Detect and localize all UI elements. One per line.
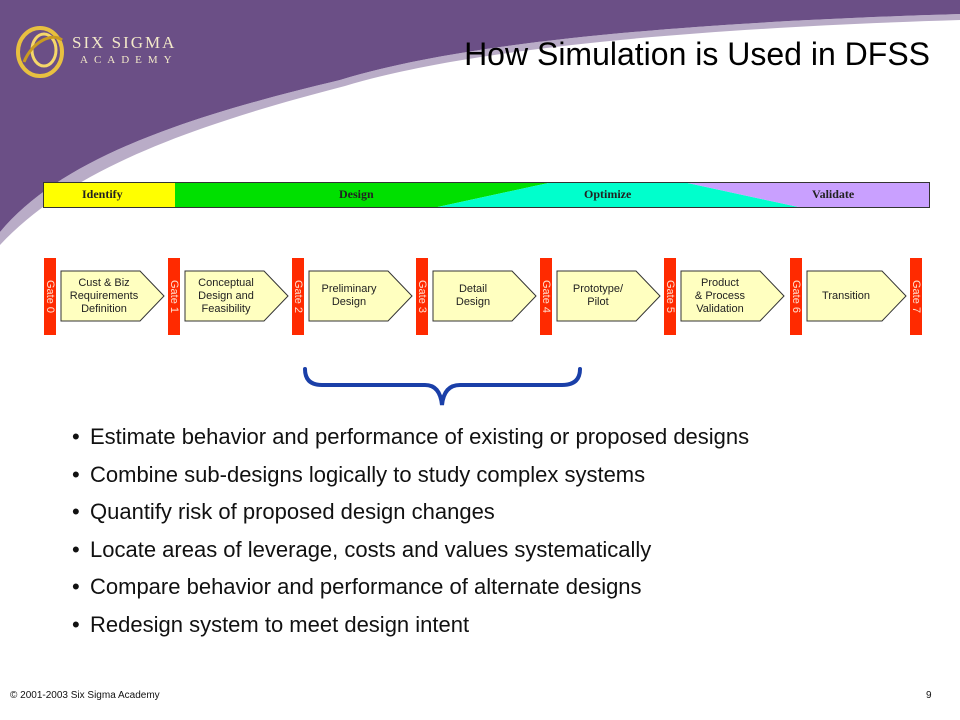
- logo-text-six-sigma: SIX SIGMA: [72, 33, 177, 52]
- bullet-item: •Estimate behavior and performance of ex…: [72, 424, 750, 449]
- bullet-item: •Combine sub-designs logically to study …: [72, 461, 646, 487]
- gate-7-label: Gate 7: [910, 279, 922, 314]
- page-number: 9: [926, 690, 932, 701]
- bullet-item: •Quantify risk of proposed design change…: [72, 499, 495, 524]
- step-6-label: Product & Process Validation: [694, 276, 746, 315]
- slide-title: How Simulation is Used in DFSS: [464, 36, 930, 72]
- gate-3-bar: [416, 258, 428, 335]
- bullet-list: •Estimate behavior and performance of ex…: [72, 420, 749, 645]
- bullet-item: •Compare behavior and performance of alt…: [72, 574, 642, 599]
- phase-label-design: Design: [339, 187, 374, 201]
- step-7-label: Transition: [822, 289, 870, 302]
- footer-copyright: © 2001-2003 Six Sigma Academy: [10, 690, 160, 701]
- phase-validate-band: [683, 182, 930, 208]
- gate-6-label: Gate 6: [790, 279, 802, 314]
- gate-0-bar: [44, 258, 56, 335]
- phase-label-identify: Identify: [82, 187, 123, 201]
- step-3-label: Preliminary Design: [321, 283, 377, 308]
- step-4-arrow: [432, 270, 537, 322]
- gate-7-bar: [910, 258, 922, 335]
- phase-bar: [43, 182, 930, 208]
- step-2-arrow: [184, 270, 289, 322]
- gate-3-label: Gate 3: [416, 279, 428, 314]
- phase-identify-band: [43, 182, 175, 208]
- phase-optimize-band: [433, 182, 803, 208]
- phase-label-optimize: Optimize: [584, 187, 632, 201]
- step-7-arrow: [806, 270, 907, 322]
- bullet-item: •Locate areas of leverage, costs and val…: [72, 536, 652, 562]
- step-5-label: Prototype/ Pilot: [572, 283, 624, 308]
- gate-2-label: Gate 2: [292, 279, 304, 314]
- bullet-item: •Redesign system to meet design intent: [72, 611, 470, 637]
- gate-0-label: Gate 0: [44, 279, 56, 314]
- step-1-arrow: [60, 270, 165, 322]
- logo-text-academy: ACADEMY: [80, 54, 178, 66]
- step-2-label: Conceptual Design and Feasibility: [198, 276, 254, 315]
- gate-2-bar: [292, 258, 304, 335]
- curly-brace-icon: [303, 367, 582, 406]
- step-1-label: Cust & Biz Requirements Definition: [69, 276, 139, 315]
- phase-design-band: [175, 182, 553, 208]
- step-3-arrow: [308, 270, 413, 322]
- gate-4-bar: [540, 258, 552, 335]
- step-5-arrow: [556, 270, 661, 322]
- step-6-arrow: [680, 270, 785, 322]
- step-4-label: Detail Design: [455, 283, 491, 308]
- gate-6-bar: [790, 258, 802, 335]
- gate-4-label: Gate 4: [540, 279, 552, 314]
- gate-5-label: Gate 5: [664, 279, 676, 314]
- logo-icon: [16, 26, 64, 78]
- gate-1-bar: [168, 258, 180, 335]
- gate-5-bar: [664, 258, 676, 335]
- gate-1-label: Gate 1: [168, 279, 180, 314]
- phase-label-validate: Validate: [812, 187, 855, 201]
